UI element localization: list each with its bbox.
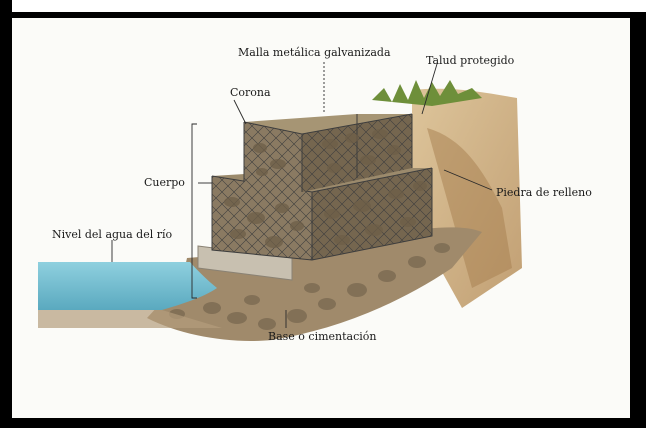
- label-corona: Corona: [230, 86, 271, 99]
- label-base-cimentacion: Base o cimentación: [268, 330, 376, 343]
- top-cropped-strip: [12, 0, 646, 12]
- label-cuerpo: Cuerpo: [144, 176, 185, 189]
- label-talud-protegido: Talud protegido: [426, 54, 514, 67]
- label-piedra-de-relleno: Piedra de relleno: [496, 186, 592, 199]
- label-malla-metalica: Malla metálica galvanizada: [238, 46, 391, 59]
- label-nivel-del-agua: Nivel del agua del río: [52, 228, 172, 241]
- gabion-illustration: [12, 18, 630, 418]
- gabion-diagram: Malla metálica galvanizada Talud protegi…: [12, 18, 630, 418]
